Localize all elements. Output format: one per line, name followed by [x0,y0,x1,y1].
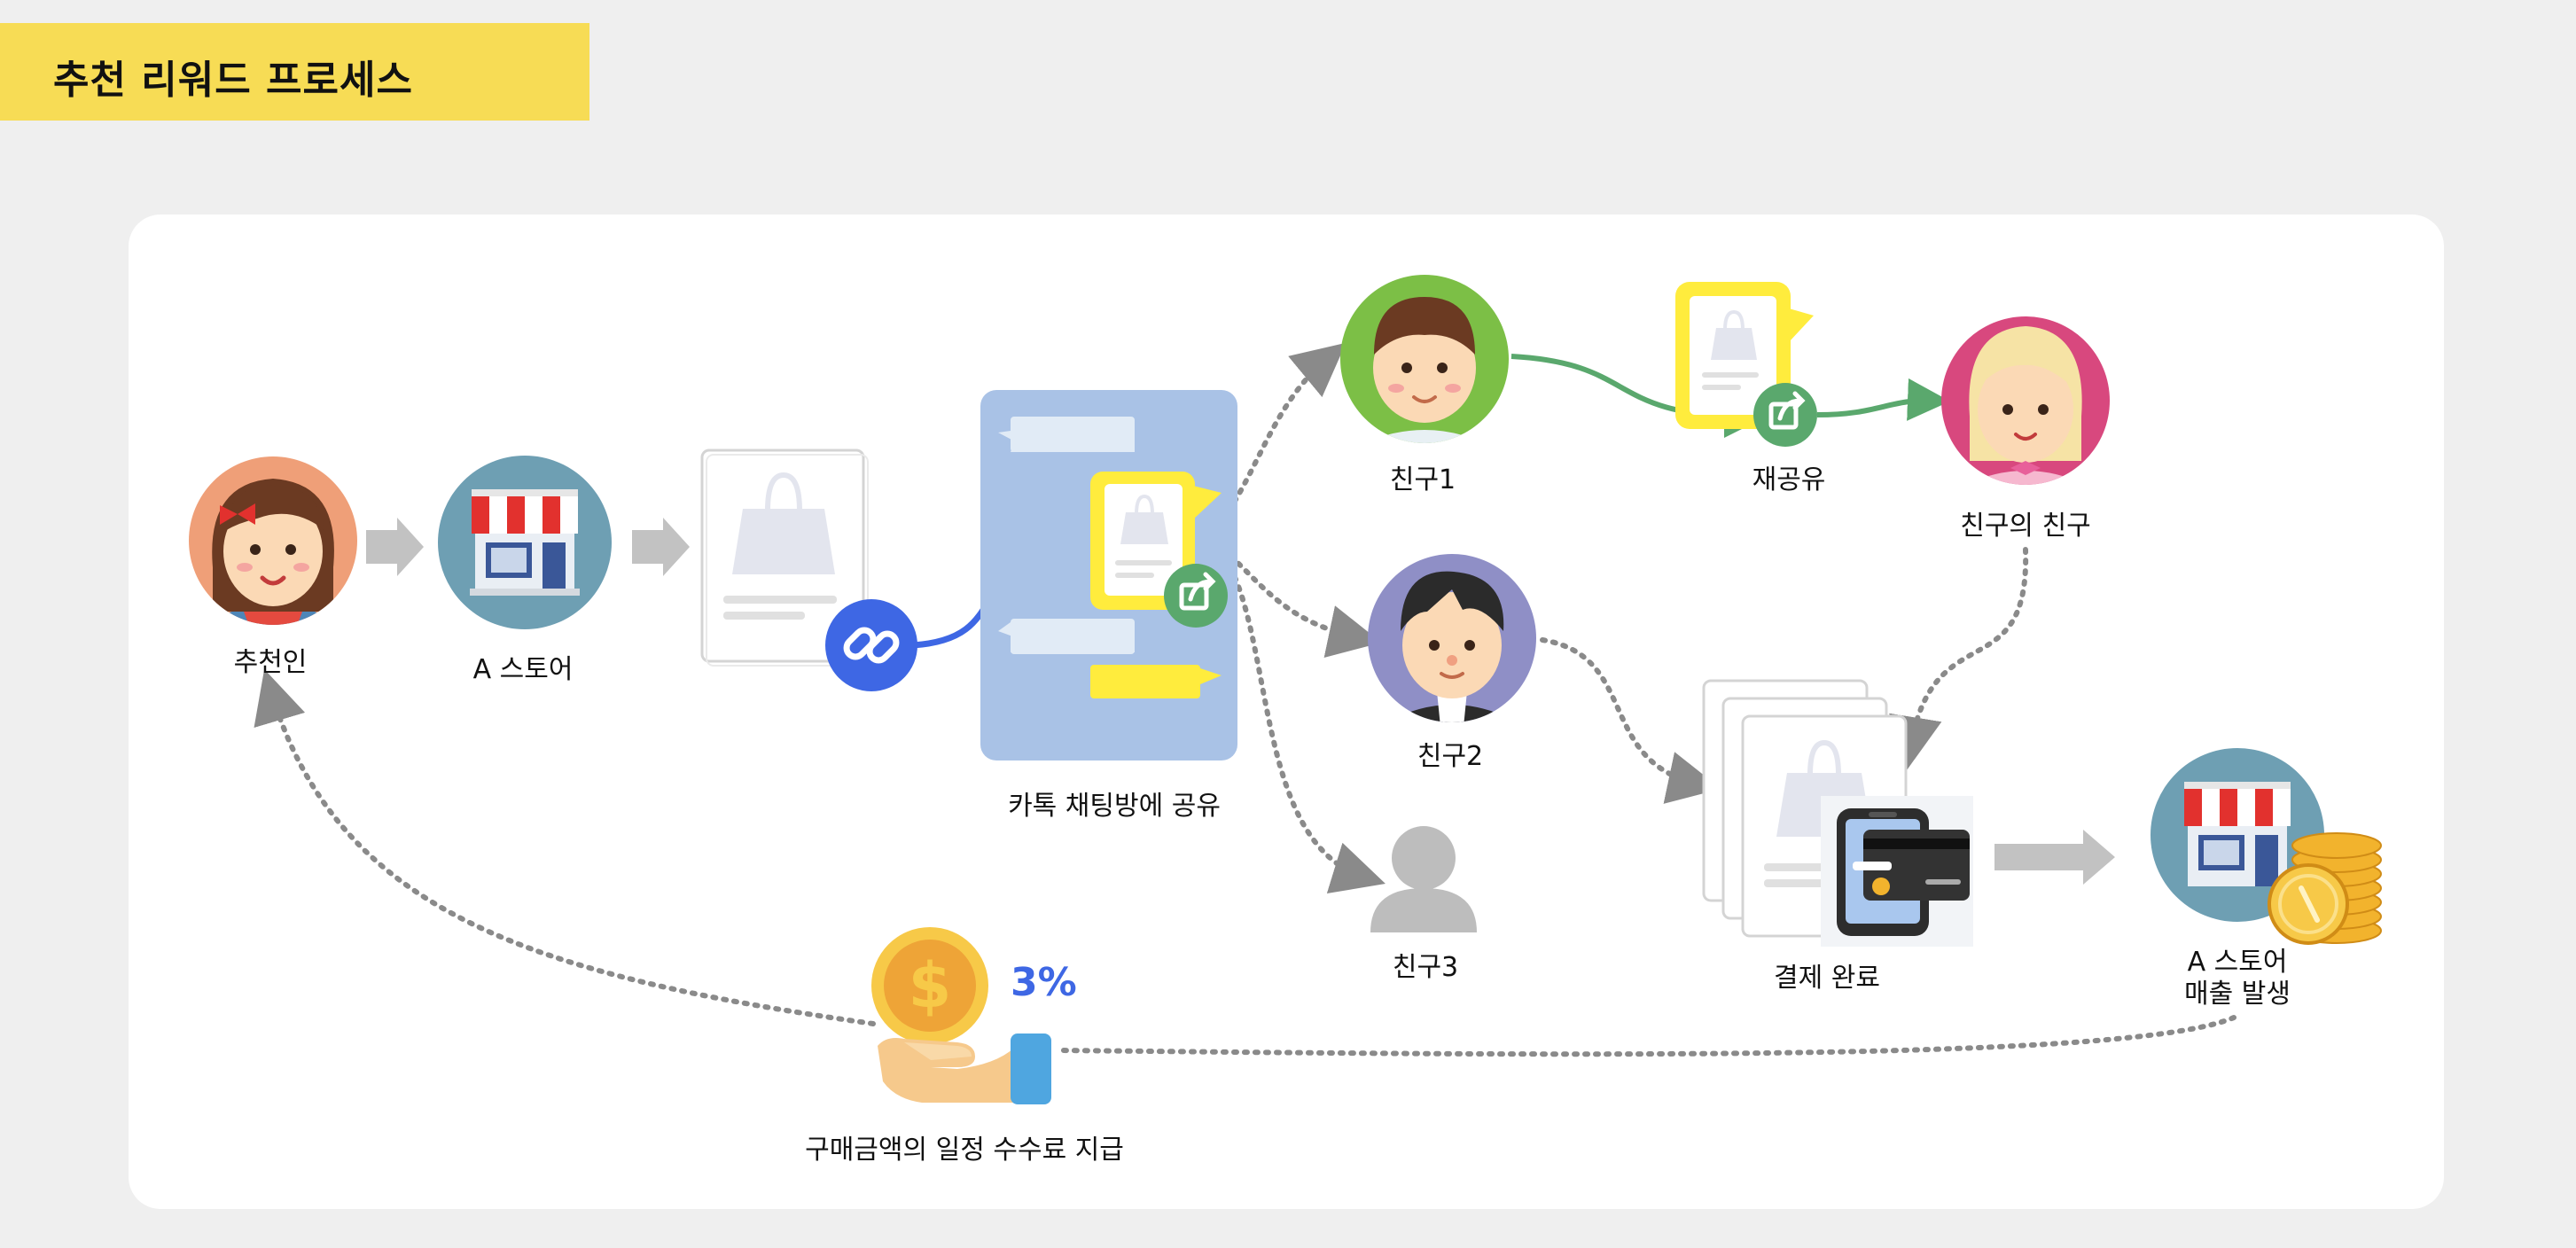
reshare-arrow-2 [1816,378,1950,421]
label-reshare: 재공유 [1752,464,1826,495]
store-icon [438,456,612,629]
commission-percent: 3% [1011,960,1077,1005]
product-card [700,448,869,667]
arrow-payment-to-sales [1994,830,2115,885]
arrow-store-to-product [632,518,690,576]
link-icon [825,599,917,691]
label-store-a: A 스토어 [472,654,574,685]
label-friend3: 친구3 [1392,952,1459,983]
label-friend-of-friend: 친구의 친구 [1960,511,2091,542]
flow-sales-to-payout [1057,1015,2236,1057]
label-friend1: 친구1 [1389,464,1456,495]
reshared-message-icon [1675,282,1814,429]
flow-chat-to-friend1 [1207,342,1347,539]
page-title: 추천 리워드 프로세스 [53,58,413,103]
friend2-avatar-icon [1368,554,1536,722]
flow-payout-to-recommender [254,669,876,1026]
reshare-icon [1753,383,1817,447]
label-friend2: 친구2 [1417,741,1484,772]
svg-text:$: $ [909,949,952,1022]
recommender-avatar-icon [189,456,357,625]
label-kakao-share: 카톡 채팅방에 공유 [1008,791,1221,822]
share-icon [1164,564,1228,628]
flow-chat-to-friend3 [1216,547,1386,894]
shopping-bag-icon [732,509,835,574]
friend1-avatar-icon [1340,275,1509,443]
label-recommender: 추천인 [233,647,308,678]
label-store-sales-line1: A 스토어 [2187,947,2288,978]
label-store-sales-line2: 매출 발생 [2184,979,2291,1010]
title-banner: 추천 리워드 프로세스 [0,23,589,121]
credit-card-icon [1821,796,1973,947]
friend-of-friend-avatar-icon [1941,316,2110,485]
coin-stack-icon [2268,832,2382,945]
flow-friend2-to-payment [1540,637,1721,804]
label-commission: 구매금액의 일정 수수료 지급 [805,1135,1124,1166]
arrow-rec-to-store [366,518,424,576]
hand-coin-icon: $ [871,927,1051,1104]
label-payment-done: 결제 완료 [1774,963,1880,994]
flow-fof-to-payment [1889,547,2029,770]
friend3-person-icon [1370,826,1477,932]
kakao-chat-room [980,390,1237,760]
